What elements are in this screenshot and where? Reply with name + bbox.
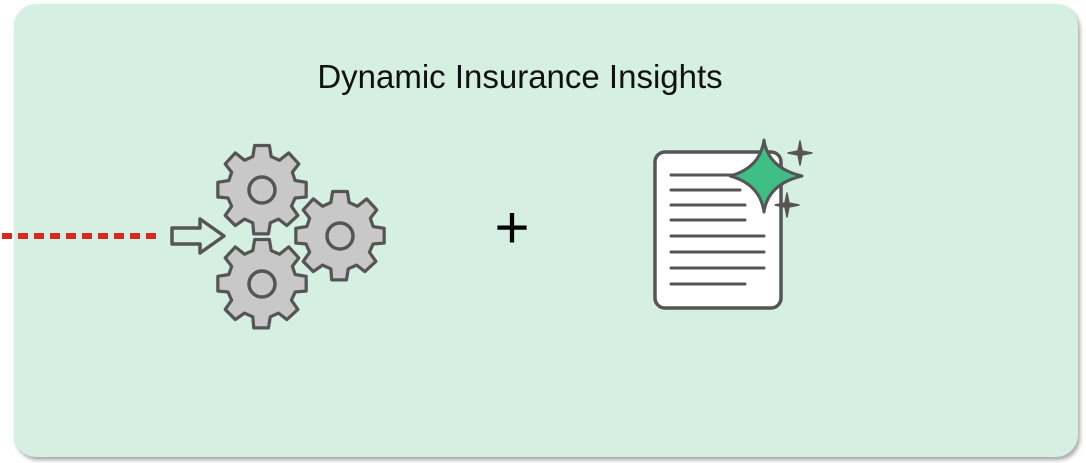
sparkle-icon	[728, 138, 804, 214]
arrow-icon	[170, 217, 226, 255]
gears-icon	[216, 143, 386, 330]
panel-title: Dynamic Insurance Insights	[317, 58, 723, 95]
ai-document-icon	[653, 138, 813, 310]
plus-operator: +	[494, 194, 530, 261]
